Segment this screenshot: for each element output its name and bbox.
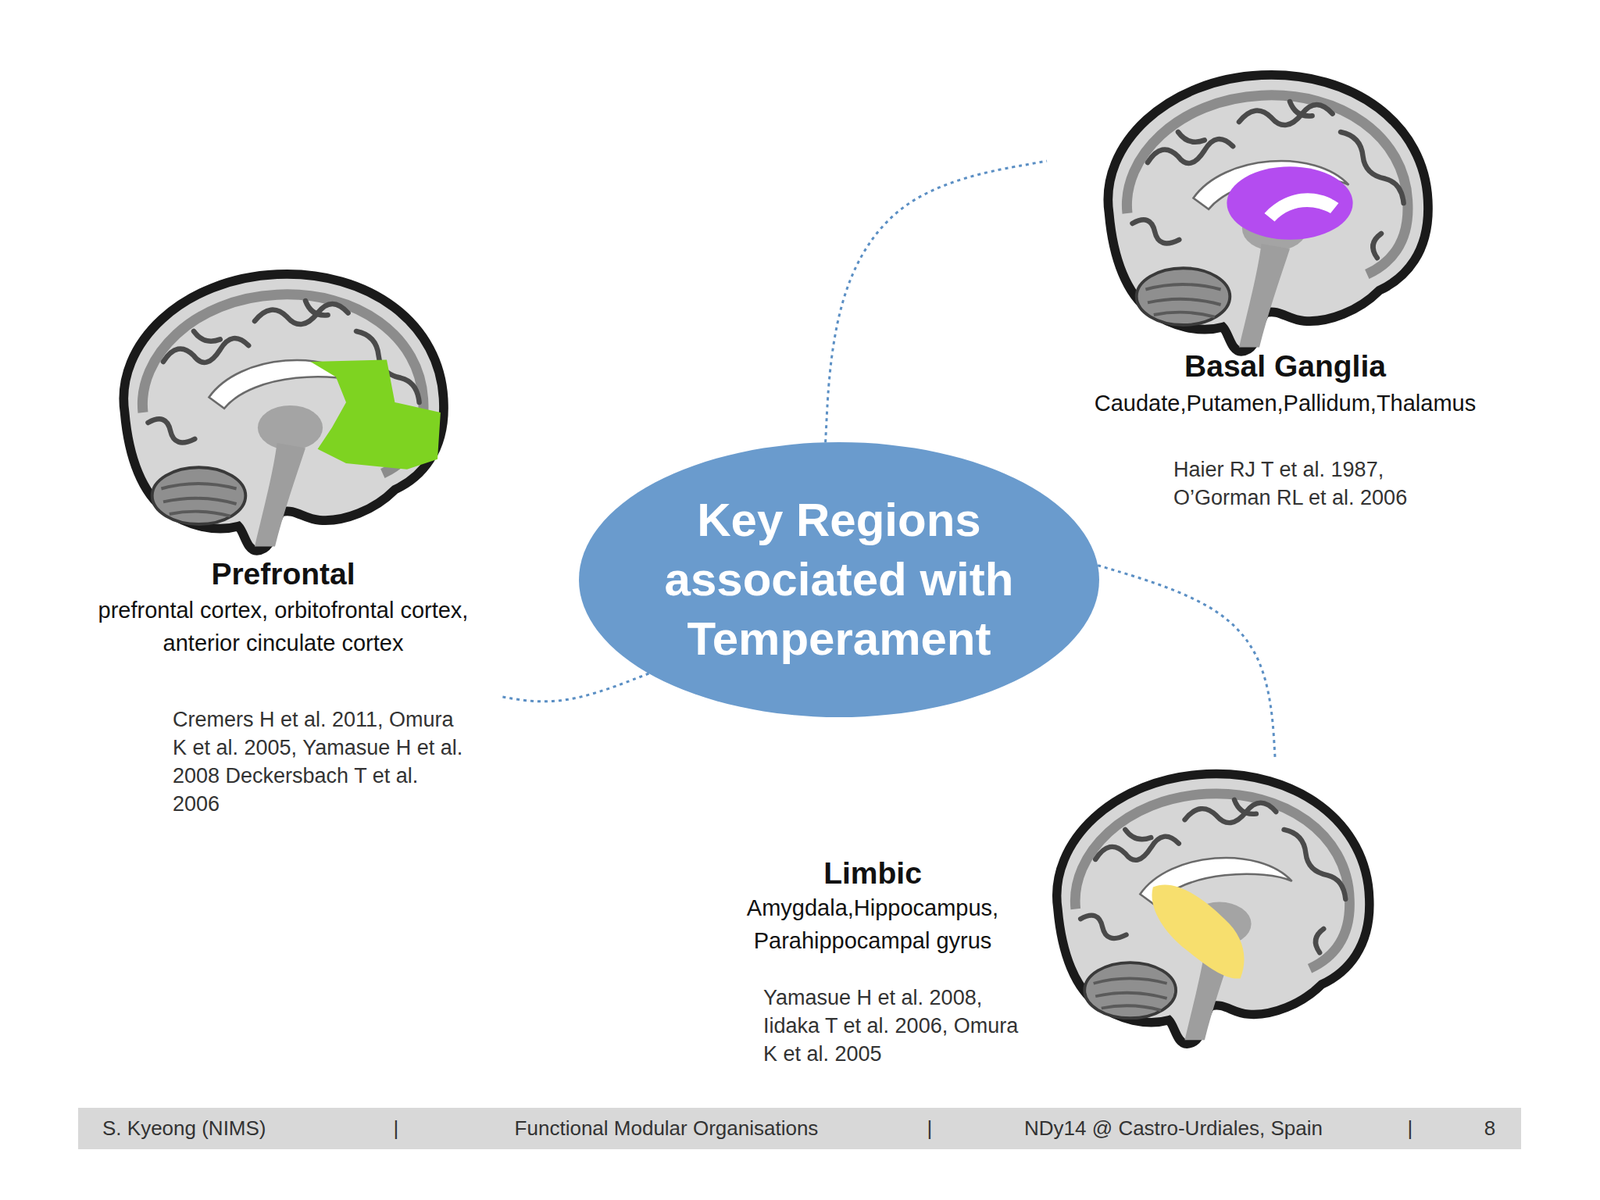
dotted-connector bbox=[500, 673, 649, 702]
footer-text: Functional Modular Organisations bbox=[514, 1116, 819, 1140]
reference-list: Haier RJ T et al. 1987, O’Gorman RL et a… bbox=[1173, 455, 1471, 512]
reference-list: Yamasue H et al. 2008, Iidaka T et al. 2… bbox=[763, 983, 1022, 1068]
footer-band bbox=[78, 1107, 1522, 1150]
reference-list: Cremers H et al. 2011, Omura K et al. 20… bbox=[172, 705, 464, 818]
hub-ellipse-fill bbox=[578, 442, 1100, 718]
basal-ganglia-region bbox=[1226, 166, 1353, 240]
prefrontal-region bbox=[310, 359, 441, 469]
footer-text: S. Kyeong (NIMS) bbox=[102, 1116, 267, 1140]
dotted-connector bbox=[825, 160, 1047, 443]
brain-image bbox=[1057, 774, 1370, 1045]
limbic-region bbox=[1151, 884, 1244, 979]
footer-separator: | bbox=[1407, 1116, 1414, 1140]
hub-title: Key Regions associated with Temperament bbox=[578, 442, 1100, 718]
region-group: Prefrontalprefrontal cortex, orbitofront… bbox=[66, 260, 500, 813]
hub-ellipse: Key Regions associated with Temperament bbox=[578, 442, 1100, 718]
region-list: prefrontal cortex, orbitofrontal cortex,… bbox=[66, 593, 500, 660]
region-list: Amygdala,Hippocampus, Parahippocampal gy… bbox=[724, 891, 1022, 958]
region-heading: Limbic bbox=[724, 857, 1022, 890]
brain-image bbox=[1107, 75, 1429, 352]
region-heading: Basal Ganglia bbox=[1046, 350, 1524, 383]
brain-image bbox=[123, 274, 444, 551]
region-group: Basal GangliaCaudate,Putamen,Pallidum,Th… bbox=[1046, 60, 1524, 516]
footer-text: NDy14 @ Castro-Urdiales, Spain bbox=[1024, 1116, 1323, 1140]
footer-separator: | bbox=[927, 1116, 933, 1140]
region-list: Caudate,Putamen,Pallidum,Thalamus bbox=[1035, 386, 1536, 420]
footer-text: 8 bbox=[1484, 1116, 1496, 1140]
dotted-connector bbox=[1097, 565, 1275, 761]
brain-illustration bbox=[123, 274, 444, 551]
white-matter-stripe bbox=[1264, 192, 1340, 222]
brain-illustration bbox=[1107, 75, 1429, 352]
brain-illustration bbox=[1057, 774, 1370, 1045]
region-heading: Prefrontal bbox=[66, 557, 500, 591]
footer-separator: | bbox=[393, 1116, 400, 1140]
region-group: LimbicAmygdala,Hippocampus, Parahippocam… bbox=[722, 760, 1375, 1073]
